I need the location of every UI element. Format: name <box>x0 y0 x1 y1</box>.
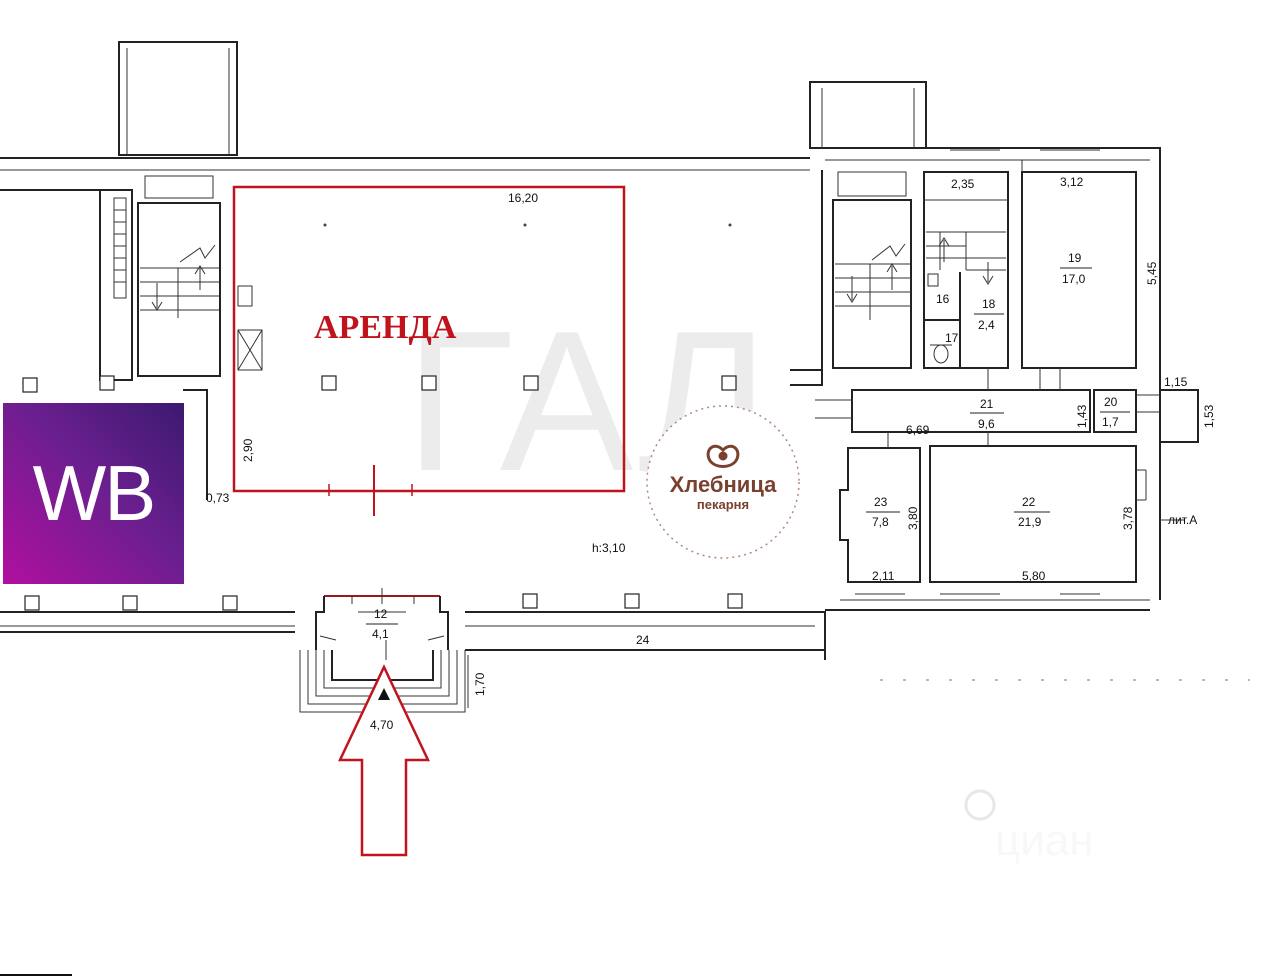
column <box>421 375 437 391</box>
bakery-name: Хлебница <box>670 472 777 497</box>
column <box>99 375 115 391</box>
column <box>721 375 737 391</box>
rent-label: АРЕНДА <box>314 309 457 346</box>
room-20-area: 1,7 <box>1102 415 1119 429</box>
bakery-subtitle: пекарня <box>697 497 749 512</box>
room-22-area: 21,9 <box>1018 515 1042 529</box>
column <box>122 595 138 611</box>
dim-corridor-width: 6,69 <box>906 423 930 437</box>
dim-room23-side: 3,80 <box>906 506 920 530</box>
wb-logo-text: WB <box>32 449 157 537</box>
room-21-id: 21 <box>980 397 994 411</box>
left-tower <box>118 41 238 156</box>
room-12-vestibule <box>315 588 449 660</box>
building-letter: лит.А <box>1168 513 1197 527</box>
shaft-fixture <box>237 329 263 371</box>
column <box>321 375 337 391</box>
room-12-area: 4,1 <box>372 627 389 641</box>
cian-watermark-icon: циан <box>964 789 1094 865</box>
dim-room22-bottom: 5,80 <box>1022 569 1046 583</box>
wb-logo: WB <box>3 403 184 584</box>
outer-walls <box>0 81 1161 660</box>
column <box>624 593 640 609</box>
column <box>523 375 539 391</box>
dim-entrance-depth: 1,70 <box>473 672 487 696</box>
room-21-area: 9,6 <box>978 417 995 431</box>
dim-entrance-width: 4,70 <box>370 718 394 732</box>
room-12-id: 12 <box>374 607 388 621</box>
room-18-id: 18 <box>982 297 996 311</box>
entrance-arrow-icon <box>338 664 430 857</box>
sink-fixture <box>237 285 253 307</box>
dim-rent-width: 16,20 <box>508 191 538 205</box>
svg-text:циан: циан <box>995 816 1094 865</box>
dim-left-offset: 0,73 <box>206 491 230 505</box>
room-23-area: 7,8 <box>872 515 889 529</box>
room-23-id: 23 <box>874 495 888 509</box>
dim-room23-bottom: 2,11 <box>872 569 895 583</box>
stair-up-icon <box>378 688 390 700</box>
bakery-logo: Хлебница пекарня <box>646 405 800 559</box>
rent-area-outline <box>232 185 626 493</box>
column <box>727 593 743 609</box>
room-22-id: 22 <box>1022 495 1036 509</box>
dim-room19-side: 5,45 <box>1145 261 1159 285</box>
dim-corridor-height: 1,43 <box>1075 404 1089 428</box>
pretzel-icon <box>706 444 740 468</box>
dim-room18-top: 2,35 <box>951 177 975 191</box>
dim-room22-side: 3,78 <box>1121 506 1135 530</box>
column <box>24 595 40 611</box>
dim-rent-height: 2,90 <box>241 438 255 462</box>
ceiling-height: h:3,10 <box>592 541 626 555</box>
room-16-id: 16 <box>936 292 950 306</box>
column <box>522 593 538 609</box>
dim-room20-top: 1,15 <box>1164 375 1188 389</box>
dim-room20-side: 1,53 <box>1202 404 1216 428</box>
room-19-area: 17,0 <box>1062 272 1086 286</box>
right-block <box>790 149 1199 595</box>
room-20-id: 20 <box>1104 395 1118 409</box>
room-19-id: 19 <box>1068 251 1082 265</box>
column <box>222 595 238 611</box>
room-18-area: 2,4 <box>978 318 995 332</box>
left-stair-block <box>99 175 221 381</box>
dim-room19-top: 3,12 <box>1060 175 1084 189</box>
room-17-id: 17 <box>945 331 959 345</box>
hall-number: 24 <box>636 633 650 647</box>
column <box>22 377 38 393</box>
